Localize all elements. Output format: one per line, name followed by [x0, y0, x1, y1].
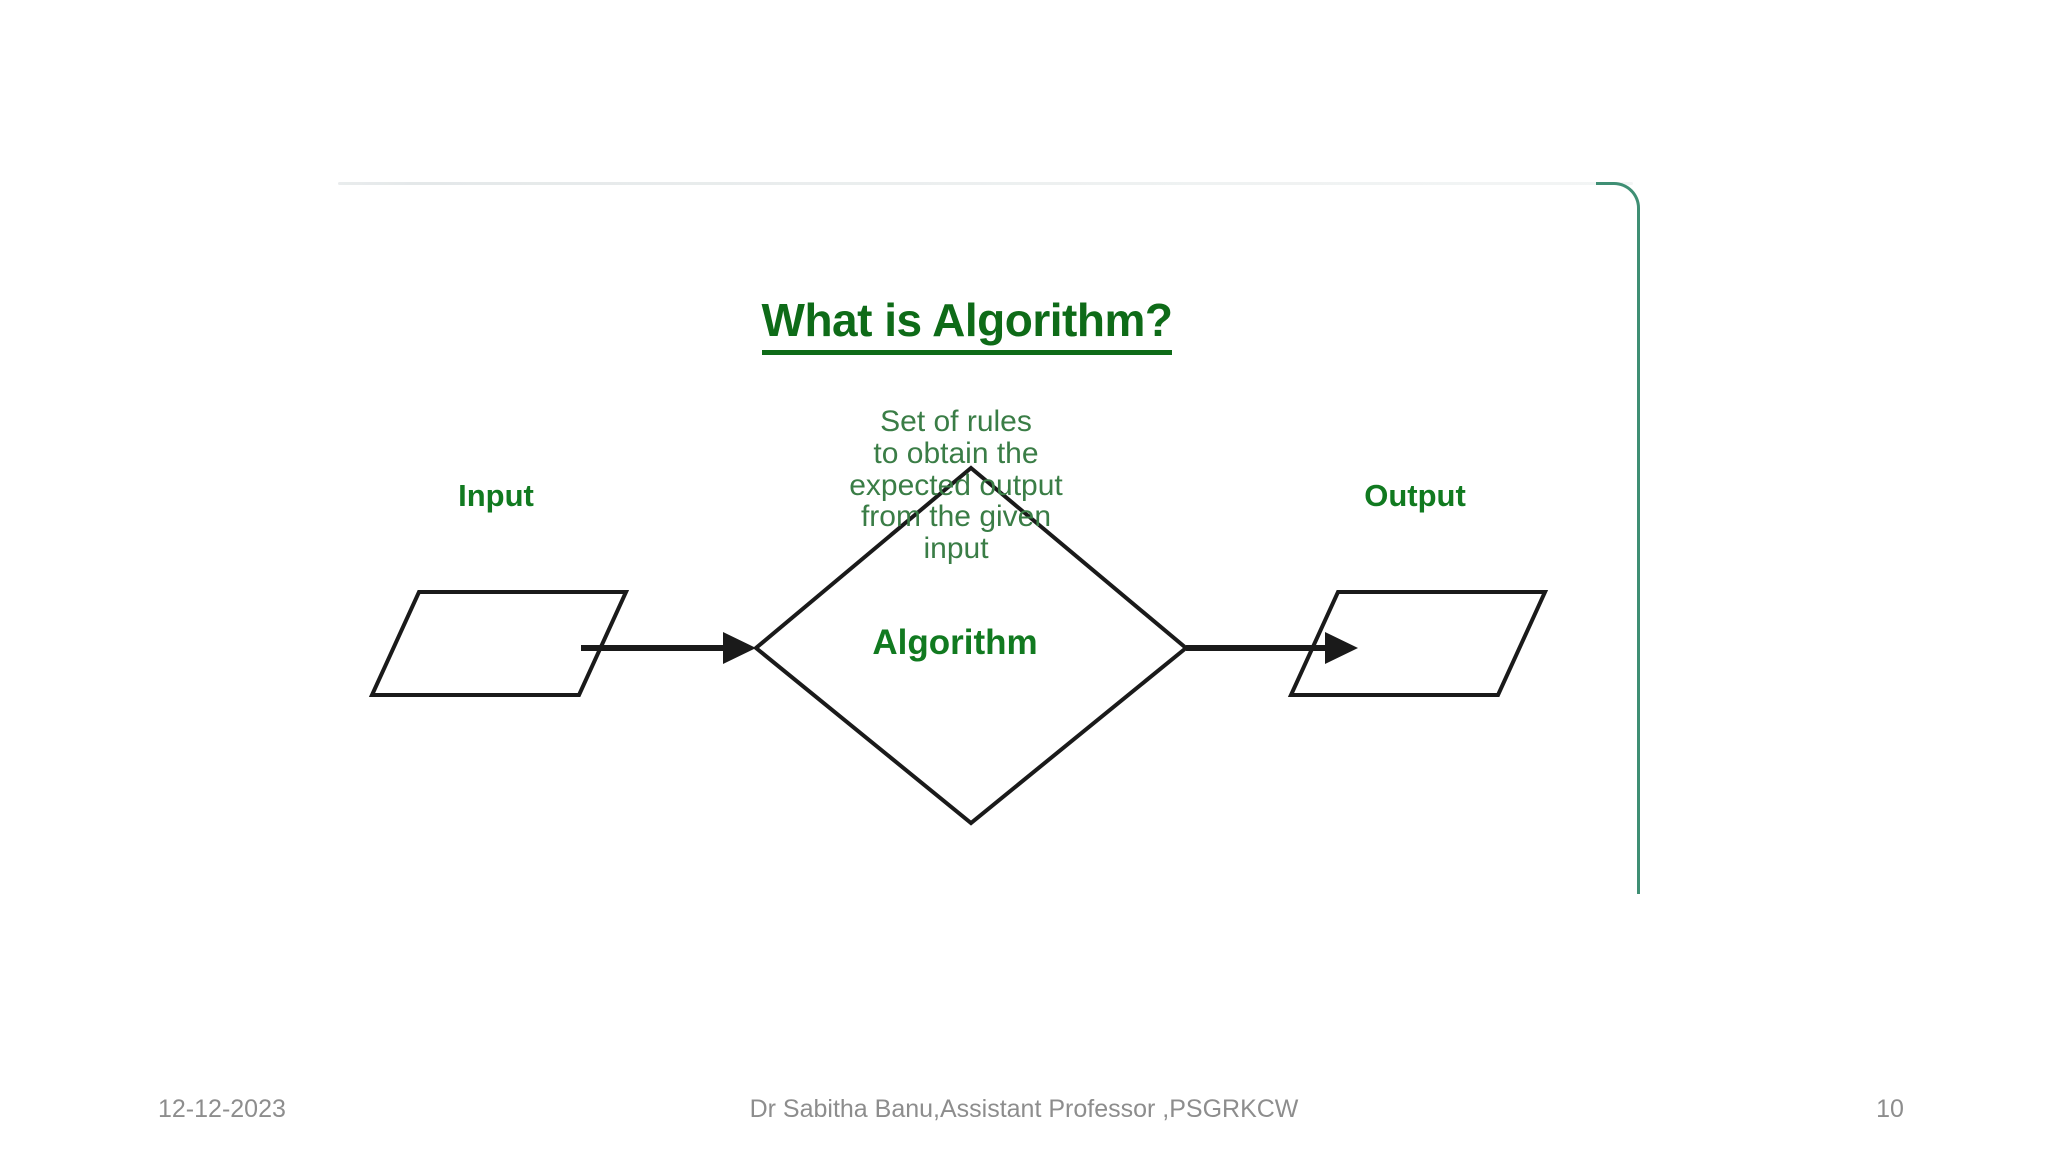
algorithm-description-line-5: input — [923, 532, 989, 566]
flowchart-svg — [368, 465, 1549, 826]
algorithm-description-line-1: Set of rules — [880, 405, 1032, 438]
picture-top-edge-line — [338, 182, 1633, 185]
algorithm-description-line-3: expected output — [849, 468, 1063, 502]
footer-attribution: Dr Sabitha Banu,Assistant Professor ,PSG… — [749, 1095, 1299, 1123]
input-node-label: Input — [458, 478, 534, 513]
algorithm-description-line-2: to obtain the — [873, 436, 1039, 470]
output-shape — [1287, 590, 1549, 697]
algorithm-description-line-4: from the given — [860, 500, 1052, 534]
input-shape — [368, 590, 630, 697]
arrowhead-input-to-algorithm — [723, 632, 756, 664]
footer-date: 12-12-2023 — [158, 1095, 286, 1123]
output-node-label: Output — [1364, 478, 1466, 513]
footer-page-number: 10 — [1876, 1095, 1904, 1123]
algorithm-node-description: Set of rules to obtain the expected outp… — [821, 406, 1091, 565]
algorithm-shape — [752, 465, 1190, 826]
algorithm-node-caption: Algorithm — [872, 623, 1038, 662]
page-title: What is Algorithm? — [338, 293, 1596, 355]
arrowhead-algorithm-to-output — [1325, 632, 1358, 664]
flowchart-picture: What is Algorithm? Input Output Set of r… — [338, 182, 1640, 894]
page-title-text: What is Algorithm? — [761, 294, 1173, 355]
